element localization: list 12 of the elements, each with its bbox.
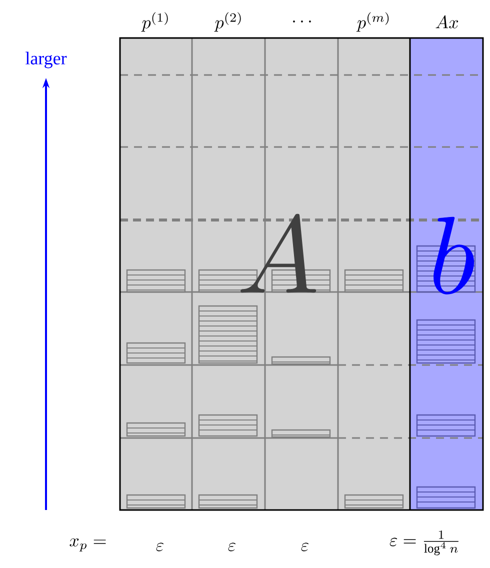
column-label: $Ax$ — [436, 15, 458, 28]
column-label: $p^{(2)}$ — [214, 12, 241, 32]
vector-letter: $b$ — [434, 216, 474, 294]
column-label: $\cdots$ — [293, 20, 311, 22]
weight-label: $\varepsilon$ — [301, 542, 309, 552]
row-label: $x_p =$ — [70, 538, 106, 552]
weight-label: $\varepsilon$ — [156, 542, 164, 552]
column-label: $p^{(1)}$ — [141, 12, 168, 32]
weight-label: $\varepsilon$ — [228, 542, 236, 552]
column-label: $p^{(m)}$ — [356, 12, 389, 32]
axis-label: larger — [26, 52, 67, 68]
weight-label: $\varepsilon = \frac{1}{\log^4 n}$ — [390, 530, 458, 556]
